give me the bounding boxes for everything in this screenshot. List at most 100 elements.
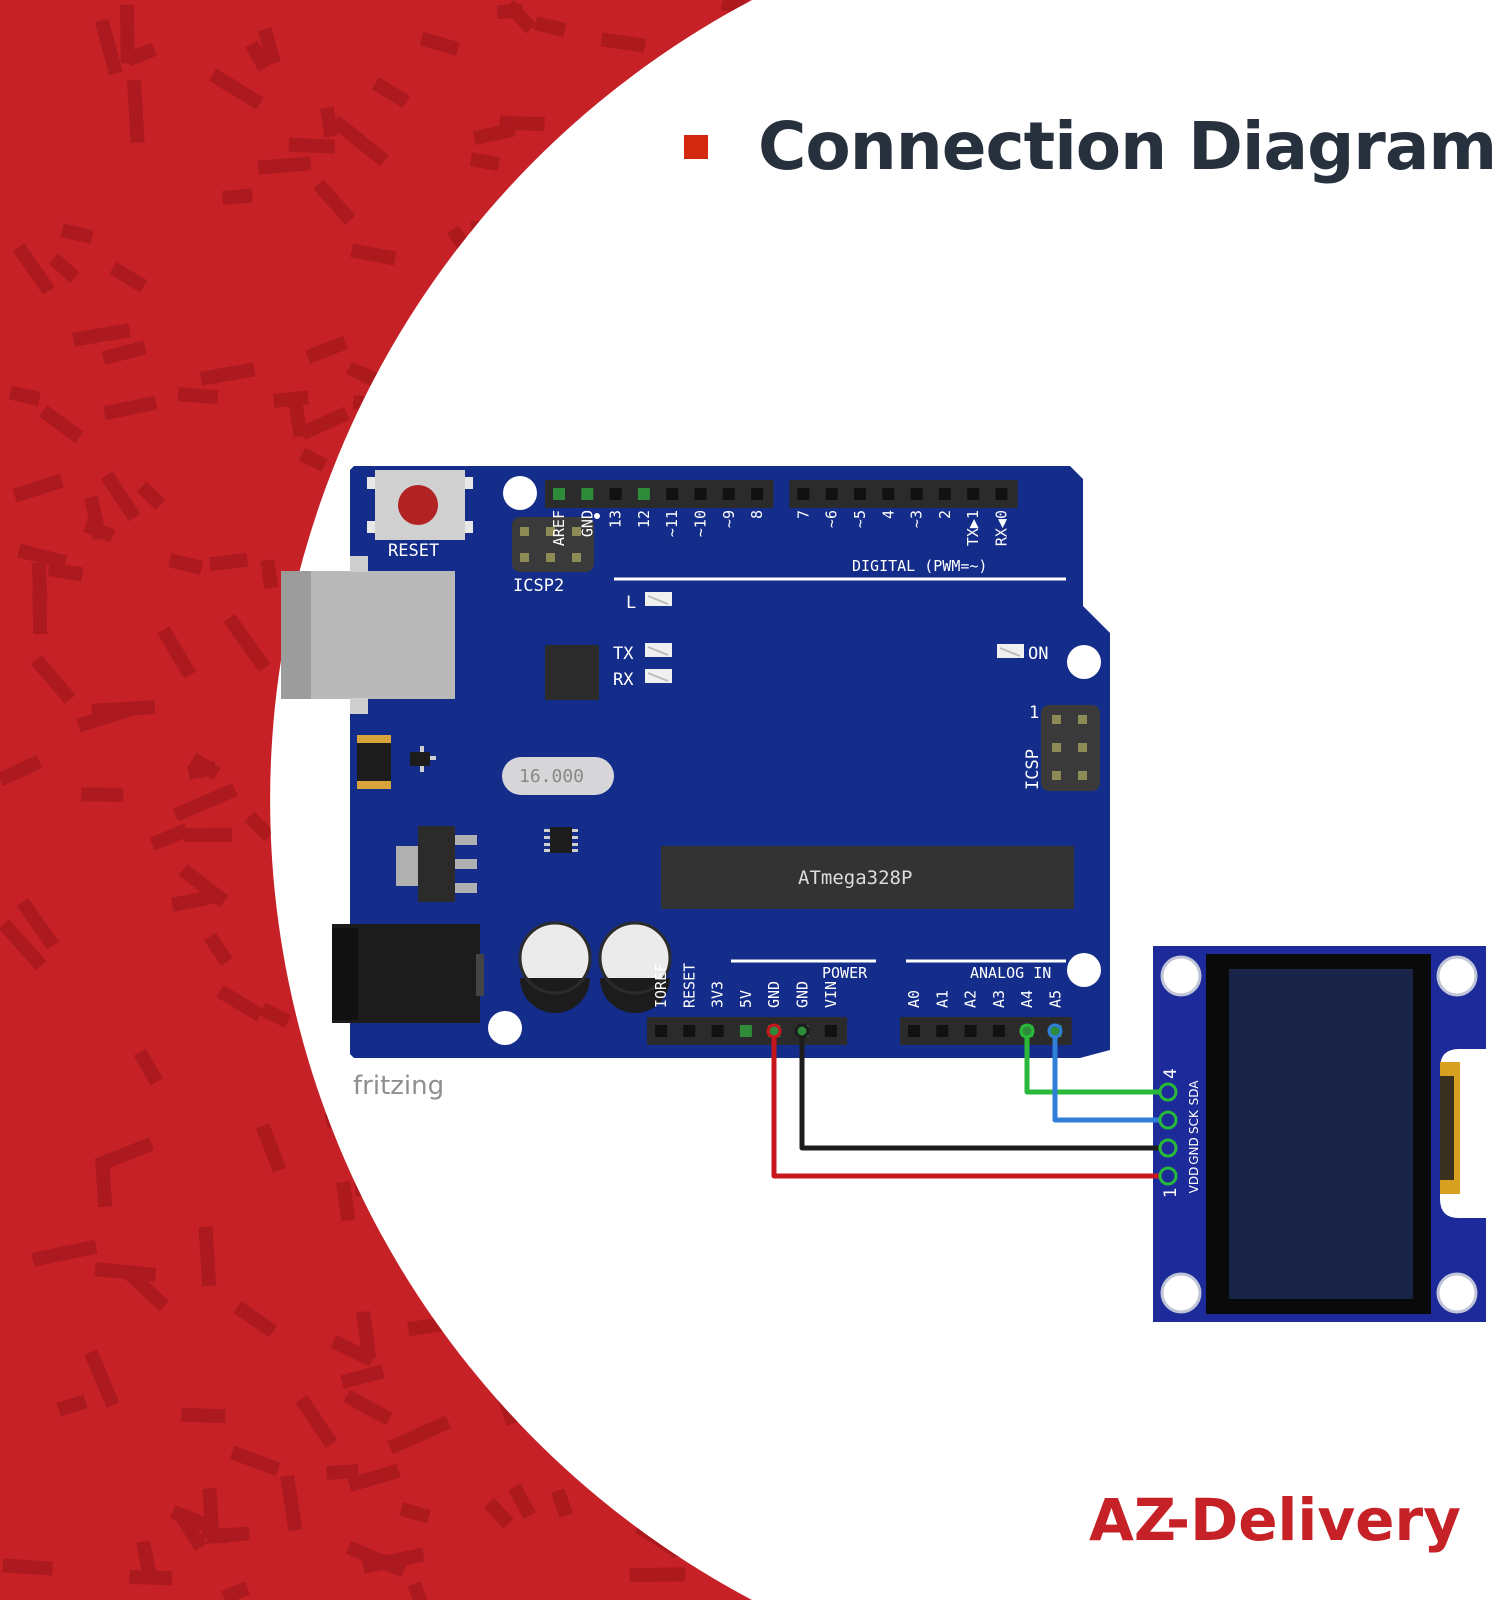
wire-a4: [1024, 1031, 1168, 1095]
pin-label: GND: [794, 981, 812, 1008]
wires: [771, 1031, 1168, 1179]
pin-label: ~10: [692, 510, 710, 537]
oled-pin-first-label: 1: [1161, 1187, 1181, 1198]
pin-label: ~11: [663, 510, 681, 537]
mount-hole: [488, 1011, 522, 1045]
wire-end: [1019, 1023, 1035, 1039]
header-pin: [825, 488, 838, 500]
pin-label: 13: [607, 510, 625, 528]
oled-hole: [1160, 955, 1202, 997]
mount-hole: [1067, 645, 1101, 679]
pin-label: GND: [578, 510, 596, 537]
reset-label: RESET: [388, 541, 439, 561]
oled-pin-label: SCK: [1187, 1109, 1201, 1134]
wire-end: [1047, 1023, 1063, 1039]
header-pin: [751, 488, 764, 500]
pin-label: IOREF: [652, 963, 670, 1008]
capacitor: [598, 921, 672, 1013]
pin-label: ~3: [908, 510, 926, 528]
header-pin: [995, 488, 1008, 500]
oled-hole: [1160, 1272, 1202, 1314]
pin-label: ~9: [720, 510, 738, 528]
board-pcb: [350, 466, 1110, 1058]
pin-label: A2: [962, 990, 980, 1008]
atmega-chip: [661, 846, 1074, 909]
header-pin: [553, 488, 565, 500]
title-bullet: [684, 134, 708, 159]
header-pin: [683, 1025, 696, 1037]
usb-chip: [545, 645, 599, 700]
pin-label: 12: [635, 510, 653, 528]
oled-pin-pad: [1158, 1166, 1178, 1186]
led-l-label: L: [626, 593, 636, 613]
header-pin: [910, 488, 923, 500]
wire-end: [766, 1023, 782, 1039]
led-tx-label: TX: [613, 644, 634, 664]
header-pin: [666, 488, 679, 500]
header-pin: [967, 488, 980, 500]
header-pin: [637, 488, 650, 500]
header-pin: [908, 1025, 920, 1037]
pin-label: A1: [933, 990, 951, 1008]
icsp-label: ICSP: [1023, 749, 1043, 790]
analog-label: ANALOG IN: [970, 964, 1051, 982]
header-pin: [581, 488, 594, 500]
header-pin: [711, 1025, 724, 1037]
logo-delivery: -Delivery: [1166, 1486, 1461, 1554]
header-pin: [854, 488, 866, 500]
pin-label: 4: [879, 510, 897, 519]
pin-label: 7: [794, 510, 812, 519]
digital-label: DIGITAL (PWM=~): [852, 557, 987, 575]
pin-label: RX◀0: [993, 510, 1011, 546]
pin-label: GND: [765, 981, 783, 1008]
oled-hole: [1436, 1272, 1478, 1314]
page-title: Connection Diagram: [758, 108, 1497, 185]
header-pin: [882, 488, 895, 500]
crystal: [502, 757, 614, 795]
header-pin: [609, 488, 622, 500]
led-rx-label: RX: [613, 670, 634, 690]
pin-label: A0: [905, 990, 923, 1008]
crystal-label: 16.000: [519, 766, 584, 787]
wire-5v: [771, 1031, 1168, 1179]
header-pin: [938, 488, 951, 500]
pin-label: A5: [1047, 990, 1065, 1008]
pin-label: 3V3: [709, 981, 727, 1008]
led-on-label: ON: [1028, 644, 1048, 664]
pin-label: VIN: [822, 981, 840, 1008]
icsp-pin1-label: 1: [1029, 703, 1039, 723]
mount-hole: [1067, 953, 1101, 987]
header-pin: [722, 488, 735, 500]
oled-pin-last-label: 4: [1161, 1068, 1181, 1079]
oled-hole: [1436, 955, 1478, 997]
az-delivery-logo: AZ -Delivery: [1089, 1486, 1461, 1554]
icsp2-label: ICSP2: [513, 576, 564, 596]
pin-label: RESET: [680, 963, 698, 1008]
header-pin: [655, 1025, 667, 1037]
mount-hole: [503, 476, 537, 510]
oled-pin-pad: [1158, 1082, 1178, 1102]
pin-label: ~6: [823, 510, 841, 528]
oled-pin-pad: [1158, 1138, 1178, 1158]
oled-pin-label: GND: [1187, 1137, 1201, 1165]
header-pin: [797, 488, 810, 500]
icsp-header: [1041, 705, 1100, 791]
wire-a5: [1052, 1031, 1168, 1123]
header-strip: [545, 480, 774, 508]
pin-label: A3: [990, 990, 1008, 1008]
wire-end: [794, 1023, 810, 1039]
pin-label: ~5: [851, 510, 869, 528]
pin-label: A4: [1018, 990, 1036, 1008]
pin-label: 2: [936, 510, 954, 519]
oled-pin-pad: [1158, 1110, 1178, 1130]
pin-label: 5V: [737, 990, 755, 1008]
oled-pin-label: VDD: [1187, 1167, 1201, 1194]
header-pin: [992, 1025, 1005, 1037]
atmega-label: ATmega328P: [798, 867, 912, 889]
header-pin: [739, 1025, 752, 1037]
header-pin: [964, 1025, 977, 1037]
